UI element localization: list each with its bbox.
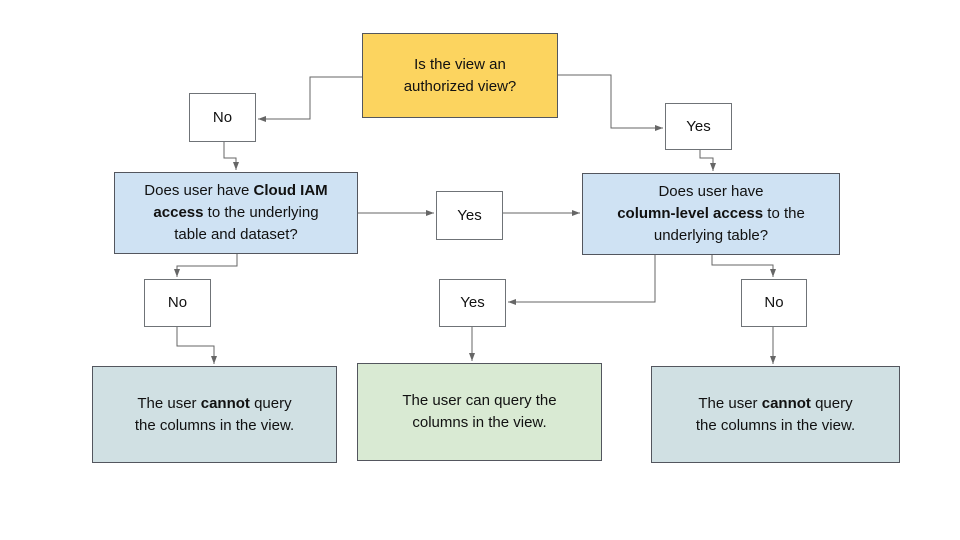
branch-label-yes-iam-text: Yes [457, 206, 482, 224]
connector-column-to-yes [508, 255, 656, 305]
branch-label-no-column-text: No [764, 294, 784, 311]
branch-label-yes-column: Yes [439, 279, 506, 327]
connector-column-to-no [711, 255, 776, 277]
branch-label-yes-column-text: Yes [460, 294, 485, 311]
branch-label-yes-iam: Yes [436, 191, 503, 240]
branch-label-no-text: No [212, 108, 233, 126]
connector-yes-to-column-question [699, 150, 716, 171]
connector-no-to-iam-question [223, 142, 239, 170]
connector-authorized-to-yes [558, 74, 663, 131]
branch-label-no-authorized: No [189, 93, 256, 142]
branch-label-no-column: No [741, 279, 807, 327]
branch-label-no-iam: No [144, 279, 211, 327]
branch-label-yes-text: Yes [686, 117, 711, 135]
branch-label-no-iam-text: No [167, 294, 188, 311]
connector-no-to-cannot-left [176, 327, 217, 364]
branch-label-yes-authorized: Yes [665, 103, 732, 150]
connector-authorized-to-no [258, 76, 362, 122]
connector-iam-to-no [174, 254, 238, 277]
